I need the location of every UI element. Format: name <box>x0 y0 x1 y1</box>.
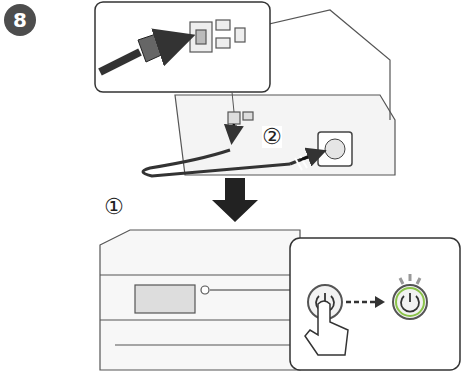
step-number: 8 <box>13 8 27 32</box>
step-badge: 8 <box>4 4 36 36</box>
callout-number: ② <box>262 126 282 148</box>
callout-number: ① <box>104 196 124 218</box>
